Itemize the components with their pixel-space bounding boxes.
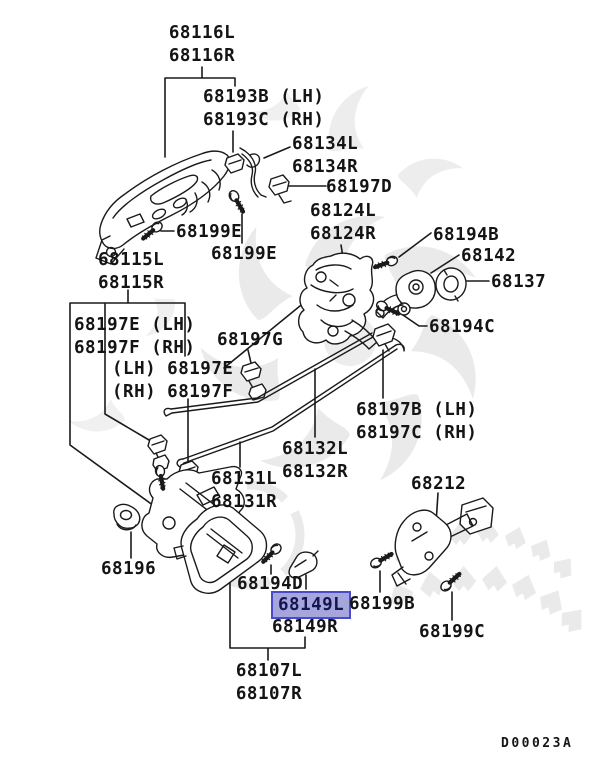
part-number-text: 68131R — [211, 492, 278, 512]
part-label-68194C[interactable]: 68194C — [429, 316, 495, 339]
part-number-text: 68194B — [433, 225, 500, 245]
part-number-text: 68197B (LH) — [356, 400, 478, 420]
part-number-text: 68193C (RH) — [203, 110, 325, 130]
part-number-text: 68134L — [292, 134, 359, 154]
part-label-68115[interactable]: 68115L 68115R — [98, 249, 164, 295]
part-number-text: 68116L — [168, 23, 236, 43]
part-number-text: 68131L — [211, 469, 278, 489]
rod-68132 — [163, 332, 405, 417]
bezel-68107 — [173, 504, 268, 594]
part-label-68107[interactable]: 68107L 68107R — [236, 660, 302, 706]
part-label-68197BC[interactable]: 68197B (LH) 68197C (RH) — [356, 399, 477, 445]
part-label-68197D[interactable]: 68197D — [326, 176, 392, 199]
part-number-text: 68194C — [429, 317, 496, 337]
clip-68197D — [268, 174, 292, 204]
part-label-68197G[interactable]: 68197G — [217, 329, 283, 352]
part-label-68197EF-a[interactable]: 68197E (LH) 68197F (RH) — [74, 314, 195, 360]
part-label-68197EF-b[interactable]: (LH) 68197E (RH) 68197F — [112, 358, 233, 404]
part-number-text: 68149L — [278, 595, 345, 615]
clip-68193 — [224, 153, 245, 174]
cover-cap-68149 — [288, 550, 319, 579]
part-label-68196[interactable]: 68196 — [101, 558, 156, 581]
crank-68142 — [375, 269, 436, 319]
door-lock-actuator-68124 — [297, 252, 378, 350]
part-number-text: 68134R — [292, 157, 359, 177]
part-label-68194B[interactable]: 68194B — [433, 224, 499, 247]
part-label-68149L[interactable]: 68149L — [271, 591, 352, 619]
part-number-text: 68116R — [168, 46, 236, 66]
part-number-text: 68212 — [411, 474, 467, 494]
part-number-text: 68199C — [419, 622, 486, 642]
part-label-68212[interactable]: 68212 — [411, 473, 466, 496]
leader-68197G — [247, 349, 252, 364]
leader-68134 — [263, 146, 291, 159]
part-number-text: (RH) 68197F — [112, 382, 234, 402]
part-number-text: (LH) 68197E — [112, 359, 234, 379]
part-number-text: 68124R — [310, 224, 377, 244]
part-number-text: 68132R — [282, 462, 349, 482]
part-number-text: 68197C (RH) — [356, 423, 478, 443]
part-label-68149R[interactable]: 68149R — [272, 616, 338, 639]
outside-door-handle — [95, 150, 231, 265]
leader-68194B — [398, 232, 432, 258]
part-label-68199E-a[interactable]: 68199E — [176, 221, 242, 244]
drawing-code: D00023A — [501, 736, 574, 751]
part-label-68199C[interactable]: 68199C — [419, 621, 485, 644]
part-label-68194D[interactable]: 68194D — [237, 573, 303, 596]
part-number-text: 68107L — [235, 661, 303, 681]
part-label-68134[interactable]: 68134L 68134R — [292, 133, 358, 179]
part-label-68124[interactable]: 68124L 68124R — [310, 200, 376, 246]
part-label-68142[interactable]: 68142 — [461, 245, 516, 268]
part-number-text: 68132L — [282, 439, 349, 459]
part-number-text: 68199E — [211, 244, 278, 264]
part-number-text: 68197E (LH) — [74, 315, 196, 335]
part-number-text: 68124L — [310, 201, 377, 221]
part-number-text: 68197D — [326, 177, 393, 197]
leader-68107-bracket — [229, 573, 306, 661]
part-number-text: 68193B (LH) — [203, 87, 325, 107]
part-number-text: 68197F (RH) — [74, 338, 196, 358]
leader-68115-bracket — [69, 289, 186, 520]
part-label-68193[interactable]: 68193B (LH) 68193C (RH) — [203, 86, 324, 132]
part-number-text: 68194D — [237, 574, 304, 594]
part-label-68137[interactable]: 68137 — [491, 271, 546, 294]
leader-68116-bracket — [164, 66, 236, 158]
ring-68137 — [435, 267, 467, 302]
part-label-68131[interactable]: 68131L 68131R — [211, 468, 277, 514]
leader-68142 — [430, 254, 460, 274]
part-number-text: 68107R — [235, 684, 303, 704]
grommet-68196 — [113, 503, 141, 531]
part-label-68116[interactable]: 68116L 68116R — [169, 22, 235, 68]
part-number-text: 68115L — [98, 250, 165, 270]
door-check-68212 — [391, 497, 494, 587]
parts-artwork — [95, 147, 494, 594]
part-number-text: 68142 — [461, 246, 517, 266]
part-number-text: 68196 — [101, 559, 157, 579]
part-number-text: 68149R — [272, 617, 339, 637]
part-label-68199B[interactable]: 68199B — [349, 593, 415, 616]
part-number-text: 68199B — [349, 594, 416, 614]
part-label-68132[interactable]: 68132L 68132R — [282, 438, 348, 484]
part-number-text: 68197G — [217, 330, 284, 350]
part-number-text: 68137 — [491, 272, 547, 292]
part-number-text: 68199E — [176, 222, 243, 242]
part-label-68199E-b[interactable]: 68199E — [211, 243, 277, 266]
leader-68194C — [399, 312, 428, 327]
part-number-text: 68115R — [98, 273, 165, 293]
bent-rod-68134 — [239, 147, 267, 198]
